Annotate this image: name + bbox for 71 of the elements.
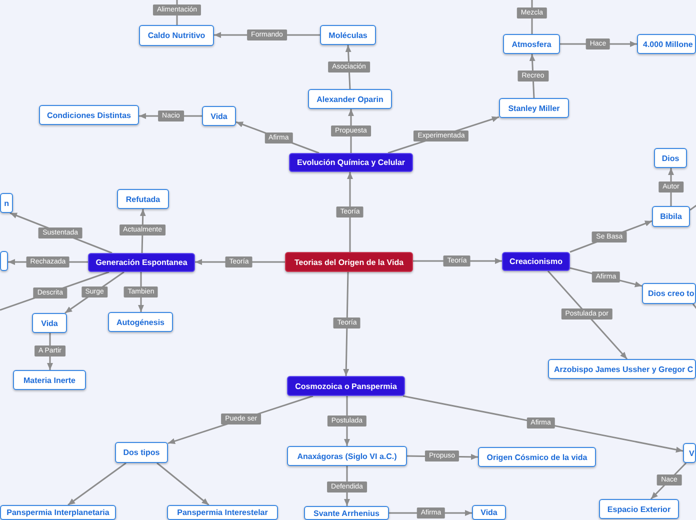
central-topic-box bbox=[285, 252, 413, 272]
concept-text: Materia Inerte bbox=[23, 376, 76, 384]
concept-text: Alexander Oparin bbox=[316, 94, 384, 104]
topic-text: Generación Espontanea bbox=[96, 258, 188, 267]
concept-text: Panspermia Interestelar bbox=[177, 508, 268, 517]
concept-text: Vida bbox=[480, 508, 498, 517]
topic-box bbox=[289, 153, 413, 172]
concept-text: Dos tipos bbox=[123, 448, 160, 457]
arrow bbox=[68, 462, 126, 506]
concept-box bbox=[499, 98, 569, 118]
concept-box bbox=[0, 251, 8, 271]
concept-box bbox=[139, 25, 214, 46]
topic-box bbox=[287, 376, 405, 396]
concept-box bbox=[202, 106, 236, 126]
concept-text: n bbox=[4, 198, 9, 208]
concept-box bbox=[13, 370, 86, 390]
arrow bbox=[402, 395, 684, 453]
concept-text: Vida bbox=[210, 112, 228, 120]
concept-text: Dios bbox=[662, 154, 680, 162]
concept-text: Vida bbox=[41, 318, 58, 328]
arrow bbox=[343, 272, 350, 376]
concept-box bbox=[304, 506, 389, 520]
concept-box bbox=[652, 206, 690, 227]
concept-box bbox=[167, 505, 278, 520]
concept-text: Bibila bbox=[660, 212, 682, 221]
concept-box bbox=[478, 447, 596, 467]
concept-text: Refutada bbox=[126, 194, 160, 204]
central-topic-text: Teorias del Origen de la Vida bbox=[294, 258, 404, 266]
connector-line bbox=[692, 304, 696, 310]
concept-text: Condiciones Distintas bbox=[46, 110, 131, 120]
concept-text: 4.000 Millone bbox=[643, 40, 693, 48]
concept-box bbox=[108, 312, 173, 332]
concept-box bbox=[287, 446, 407, 466]
concept-box bbox=[308, 89, 392, 109]
concept-text: Espacio Exterior bbox=[607, 504, 671, 514]
concept-box bbox=[548, 359, 696, 379]
concept-box bbox=[599, 499, 679, 519]
concept-text: Origen Cósmico de la vida bbox=[486, 452, 588, 462]
topic-text: Creacionismo bbox=[510, 257, 562, 266]
concept-box bbox=[503, 34, 560, 54]
arrow bbox=[347, 172, 353, 252]
concept-box bbox=[0, 193, 13, 213]
concept-text: Arzobispo James Ussher y Gregor C bbox=[554, 364, 694, 374]
concept-text: Caldo Nutritivo bbox=[148, 31, 206, 40]
concept-box bbox=[654, 148, 687, 168]
concept-box bbox=[117, 189, 169, 209]
concept-box bbox=[115, 442, 168, 463]
concept-text: Moléculas bbox=[328, 30, 368, 40]
concept-text: Svante Arrhenius bbox=[314, 508, 380, 518]
concept-text: Atmosfera bbox=[512, 40, 552, 48]
concept-box bbox=[683, 443, 696, 463]
connector-line bbox=[690, 204, 696, 211]
topic-text: Cosmozoica o Panspermia bbox=[295, 382, 397, 390]
topic-box bbox=[502, 252, 570, 271]
topic-text: Evolución Química y Celular bbox=[296, 158, 406, 167]
concept-box bbox=[32, 313, 67, 333]
concept-box bbox=[0, 505, 116, 520]
concept-box bbox=[637, 34, 696, 54]
concept-box bbox=[472, 505, 506, 520]
concept-box bbox=[320, 25, 376, 45]
concept-text: Anaxágoras (Siglo VI a.C.) bbox=[297, 452, 397, 460]
concept-box bbox=[39, 105, 139, 125]
concept-text: Stanley Miller bbox=[508, 104, 560, 112]
concept-text: Panspermia Interplanetaria bbox=[6, 508, 110, 517]
concept-text: Autogénesis bbox=[116, 318, 164, 326]
concept-box bbox=[642, 283, 696, 304]
topic-box bbox=[88, 253, 195, 272]
arrow bbox=[547, 270, 628, 360]
concept-text: V bbox=[689, 448, 694, 458]
arrow bbox=[156, 462, 210, 506]
concept-text: Dios creo to bbox=[648, 289, 694, 298]
